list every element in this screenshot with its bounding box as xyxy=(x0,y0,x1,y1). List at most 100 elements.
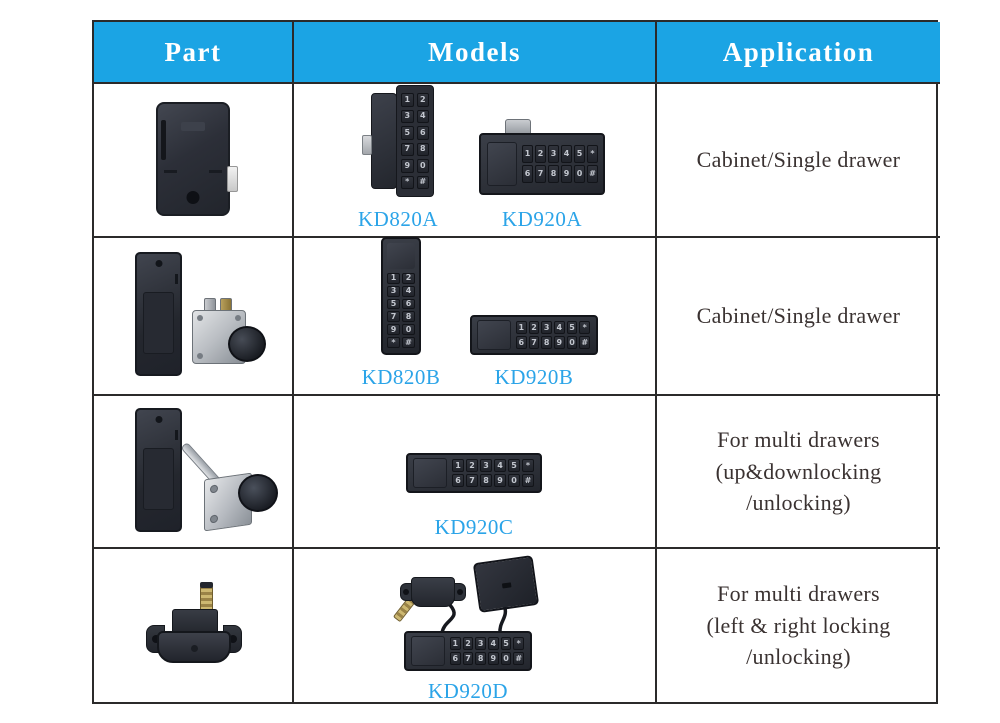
keypad-key: 2 xyxy=(535,145,546,163)
keypad-key: 3 xyxy=(548,145,559,163)
keypad-key: 4 xyxy=(402,285,415,297)
keypad-key: 4 xyxy=(554,321,565,334)
header-application-label: Application xyxy=(722,36,875,67)
application-text: /unlocking) xyxy=(746,644,851,670)
header-cell-models: Models xyxy=(294,22,657,84)
battery-panel xyxy=(143,292,174,354)
wing-bracket xyxy=(454,583,466,601)
model-label: KD920B xyxy=(494,365,574,389)
keypad-key: 7 xyxy=(387,311,400,323)
keypad-key: 9 xyxy=(554,336,565,349)
application-cell-row3: For multi drawers (up&downlocking /unloc… xyxy=(657,396,940,549)
keypad-key: 1 xyxy=(452,459,464,472)
keypad-key: 6 xyxy=(522,165,533,183)
model-label: KD920C xyxy=(434,515,514,539)
keypad-key: 7 xyxy=(466,474,478,487)
application-text: Cabinet/Single drawer xyxy=(696,147,901,173)
keypad-key: 1 xyxy=(401,93,414,107)
keypad-key: 8 xyxy=(475,652,486,665)
model-label: KD820A xyxy=(358,207,438,231)
plate-hole xyxy=(210,484,218,494)
notch xyxy=(175,430,178,440)
keypad-key: 9 xyxy=(401,159,414,173)
keypad-key: 3 xyxy=(480,459,492,472)
lock-slot xyxy=(161,120,166,160)
keypad-key: * xyxy=(401,175,414,189)
keypad-key: 0 xyxy=(402,324,415,336)
battery-panel xyxy=(143,448,174,510)
keypad-key: # xyxy=(513,652,524,665)
lock-dash xyxy=(209,170,222,173)
screw-hole xyxy=(155,416,162,423)
motor-lock-image xyxy=(146,582,242,665)
keypad-key: 3 xyxy=(475,637,486,650)
keypad-key: 3 xyxy=(387,285,400,297)
header-part-label: Part xyxy=(164,36,222,67)
keypad-key: 8 xyxy=(548,165,559,183)
keypad-key: 3 xyxy=(541,321,552,334)
notch xyxy=(175,274,178,284)
application-text: (up&downlocking xyxy=(715,458,882,484)
keypad-key: 8 xyxy=(541,336,552,349)
cam-lock-shaft-image xyxy=(180,438,278,532)
keypad-key: # xyxy=(416,175,429,189)
part-cell-row2 xyxy=(94,238,294,396)
keypad-key: 9 xyxy=(488,652,499,665)
keypad-key: 2 xyxy=(462,637,474,650)
keypad-key: 2 xyxy=(402,273,415,284)
keypad-key: 2 xyxy=(416,93,429,107)
keypad-key: 6 xyxy=(452,474,464,487)
blank-panel xyxy=(387,243,415,269)
keypad-key: 7 xyxy=(462,652,474,665)
blank-panel xyxy=(411,636,445,666)
keypad-key: 8 xyxy=(416,142,429,156)
keypad-key: 4 xyxy=(416,109,429,123)
keypad-key: * xyxy=(522,459,534,472)
part-cell-row3 xyxy=(94,396,294,549)
lock-latch xyxy=(362,135,372,155)
model-label: KD920A xyxy=(502,207,582,231)
motor-body xyxy=(411,577,455,607)
keypad-key: 0 xyxy=(416,159,429,173)
keypad-key: 2 xyxy=(528,321,540,334)
lock-latch xyxy=(227,166,238,192)
keypad-key: 7 xyxy=(401,142,414,156)
application-text: /unlocking) xyxy=(746,490,851,516)
battery-box-image xyxy=(135,252,182,376)
keypad-key: * xyxy=(587,145,598,163)
keypad-key: 1 xyxy=(387,273,400,284)
lock-dash xyxy=(164,170,177,173)
keypad-key: 5 xyxy=(401,126,414,140)
keypad-key: 6 xyxy=(402,298,415,310)
keypad-key: # xyxy=(579,336,590,349)
keypad-key: # xyxy=(402,337,415,348)
lock-knob xyxy=(228,326,266,362)
keypad-key: 1 xyxy=(450,637,461,650)
keypad-key: 4 xyxy=(488,637,499,650)
model-label: KD820B xyxy=(361,365,441,389)
keypad-key: * xyxy=(579,321,590,334)
keypad-key: * xyxy=(513,637,524,650)
application-text: For multi drawers xyxy=(717,426,880,452)
header-models-label: Models xyxy=(428,36,521,67)
keypad-key: 8 xyxy=(480,474,492,487)
application-text: (left & right locking xyxy=(706,612,891,638)
keypad-key: 5 xyxy=(566,321,578,334)
application-cell-row4: For multi drawers (left & right locking … xyxy=(657,549,940,702)
keypad-key: 0 xyxy=(508,474,520,487)
